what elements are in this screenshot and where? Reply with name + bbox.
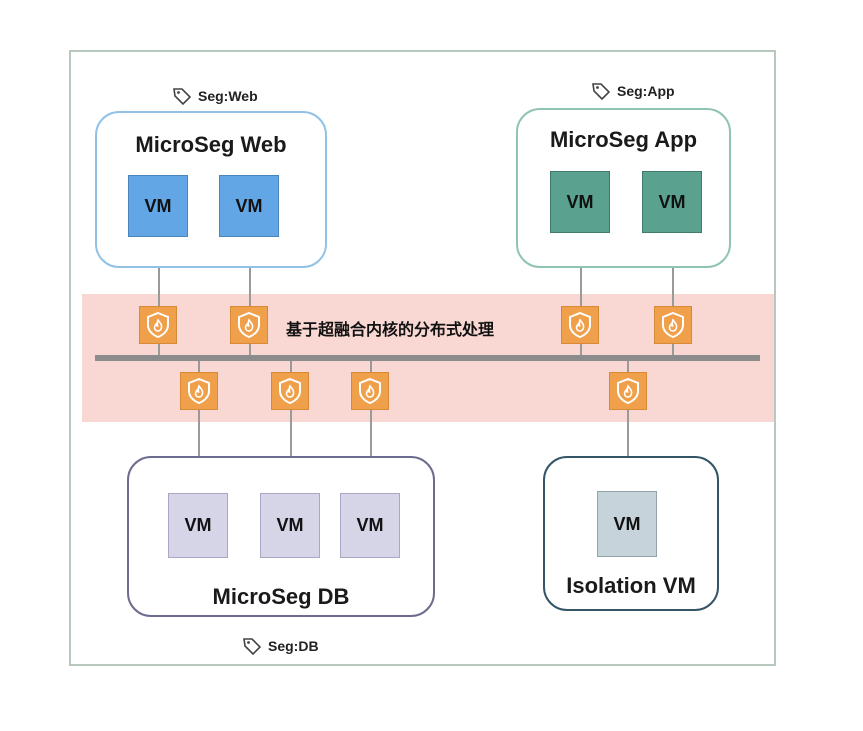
firewall-isolation[interactable]	[609, 372, 647, 410]
tag-label: Seg:DB	[268, 638, 319, 654]
band-label: 基于超融合内核的分布式处理	[286, 320, 495, 339]
group-title: MicroSeg DB	[212, 584, 350, 609]
group-title: MicroSeg App	[549, 127, 698, 152]
connector-line	[370, 358, 372, 493]
shield-flame-icon	[188, 377, 210, 405]
tag-label: Seg:App	[617, 83, 675, 99]
firewall-web-1[interactable]	[139, 306, 177, 344]
connector-line	[158, 238, 160, 358]
tag-label: Seg:Web	[198, 88, 258, 104]
tag-seg-web: Seg:Web	[172, 86, 258, 106]
group-title: MicroSeg Web	[135, 132, 287, 157]
shield-flame-icon	[662, 311, 684, 339]
connector-line	[672, 236, 674, 358]
shield-flame-icon	[238, 311, 260, 339]
vm-isolation[interactable]: VM	[597, 491, 657, 557]
connector-line	[580, 236, 582, 358]
vm-app-2[interactable]: VM	[642, 171, 702, 233]
shield-flame-icon	[279, 377, 301, 405]
network-bus	[95, 355, 760, 361]
tag-icon	[243, 638, 262, 656]
connector-line	[198, 358, 200, 493]
group-microseg-web: MicroSeg Web	[95, 111, 327, 268]
shield-flame-icon	[569, 311, 591, 339]
connector-line	[290, 358, 292, 493]
vm-db-2[interactable]: VM	[260, 493, 320, 558]
firewall-db-1[interactable]	[180, 372, 218, 410]
connector-line	[627, 358, 629, 491]
firewall-app-1[interactable]	[561, 306, 599, 344]
firewall-app-2[interactable]	[654, 306, 692, 344]
shield-flame-icon	[147, 311, 169, 339]
vm-db-3[interactable]: VM	[340, 493, 400, 558]
tag-icon	[173, 88, 192, 106]
vm-app-1[interactable]: VM	[550, 171, 610, 233]
vm-web-2[interactable]: VM	[219, 175, 279, 237]
firewall-db-2[interactable]	[271, 372, 309, 410]
group-title: Isolation VM	[566, 573, 696, 598]
tag-seg-db: Seg:DB	[242, 636, 319, 656]
tag-icon	[592, 83, 611, 101]
firewall-web-2[interactable]	[230, 306, 268, 344]
vm-web-1[interactable]: VM	[128, 175, 188, 237]
firewall-db-3[interactable]	[351, 372, 389, 410]
connector-line	[249, 238, 251, 358]
tag-seg-app: Seg:App	[591, 81, 675, 101]
vm-db-1[interactable]: VM	[168, 493, 228, 558]
shield-flame-icon	[617, 377, 639, 405]
shield-flame-icon	[359, 377, 381, 405]
